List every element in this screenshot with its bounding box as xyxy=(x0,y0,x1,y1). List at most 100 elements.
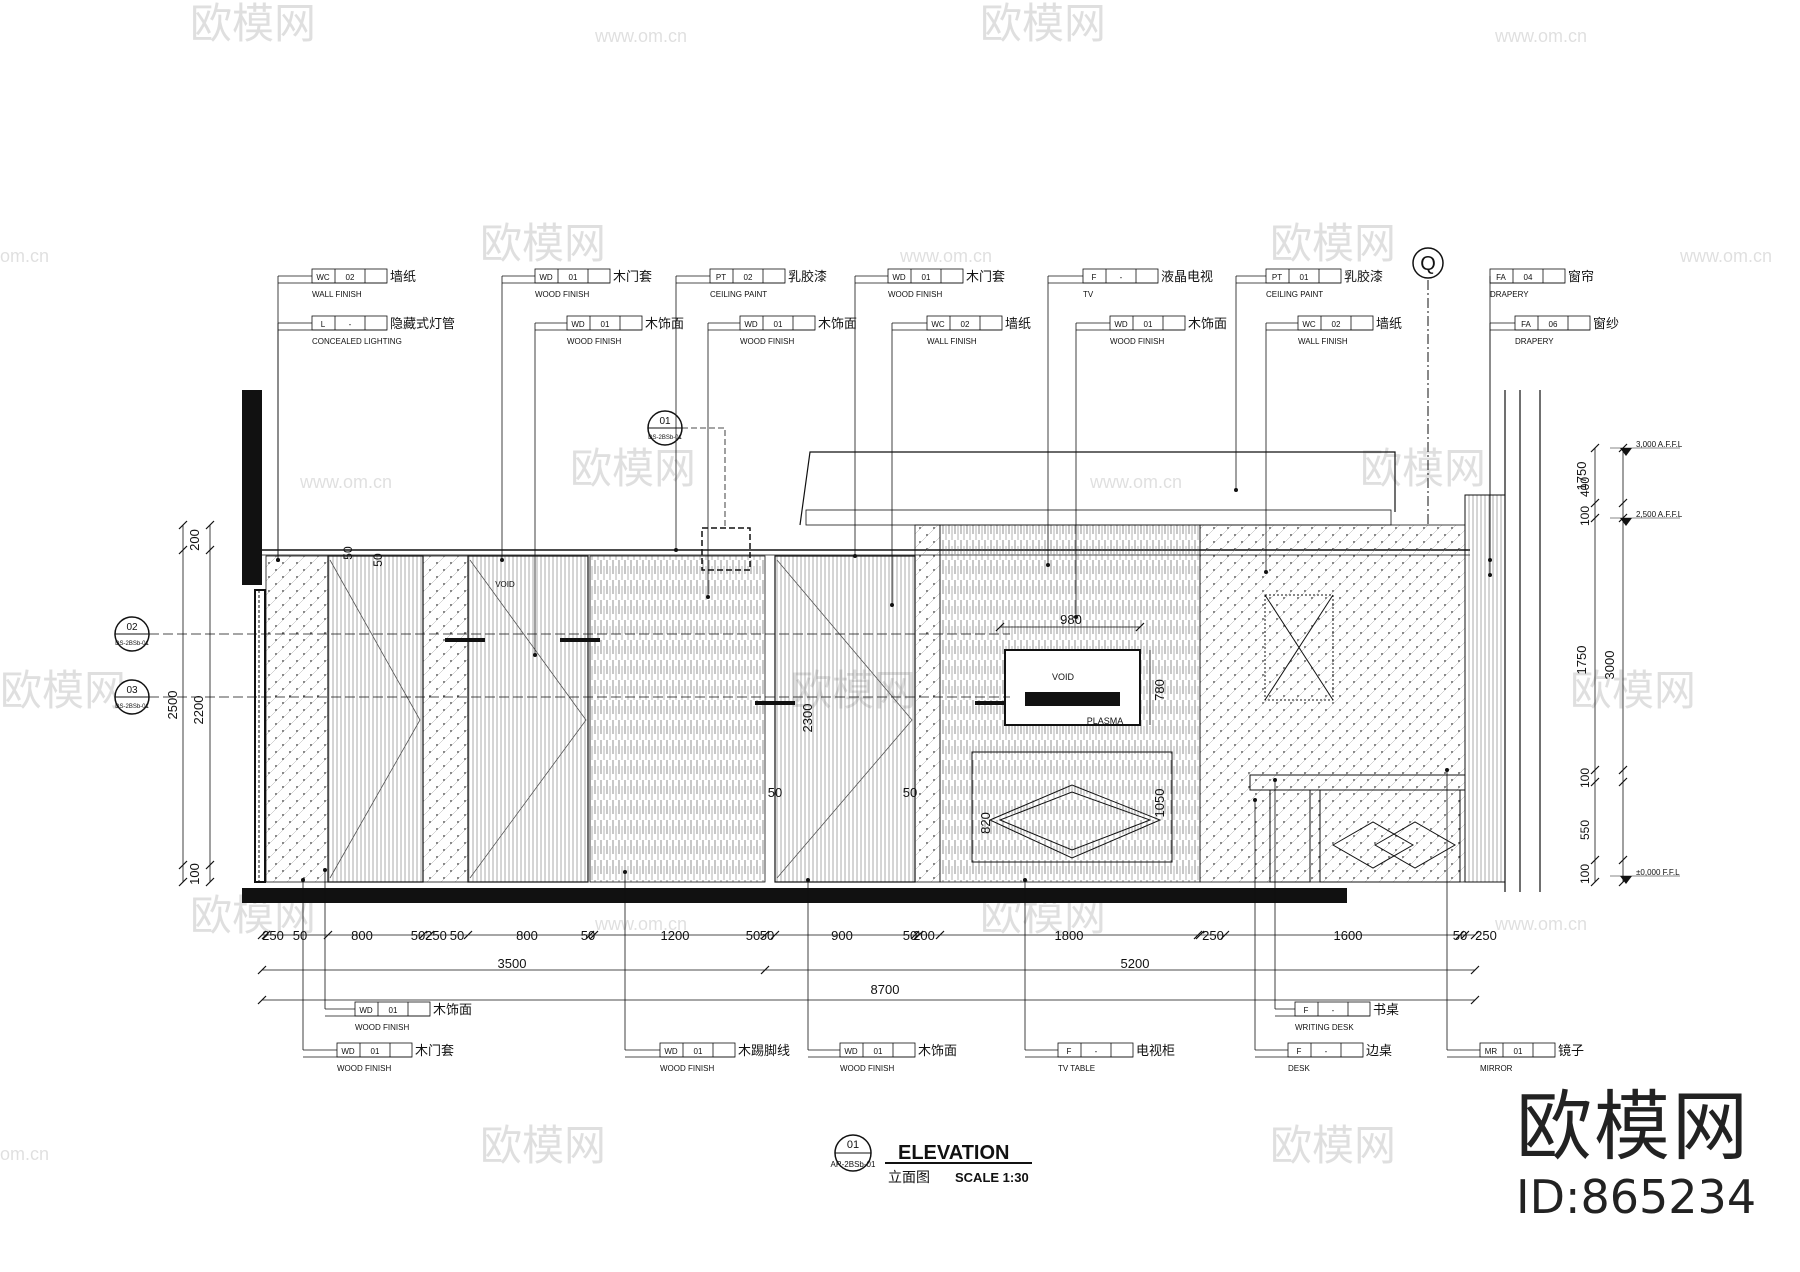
watermark-url: www.om.cn xyxy=(1679,246,1772,266)
left-column xyxy=(242,390,262,585)
wallpaper-mid xyxy=(422,555,469,883)
dimension-label: 50 xyxy=(581,928,595,943)
tag-code: WD xyxy=(571,320,585,329)
watermark-brand: 欧模网 xyxy=(1360,445,1486,492)
tag-cn: 边桌 xyxy=(1366,1043,1392,1058)
tag-code: F xyxy=(1067,1047,1072,1056)
tag-cn: 木门套 xyxy=(966,269,1005,284)
curtain-lines xyxy=(1504,390,1541,892)
watermark-url: www.om.cn xyxy=(899,246,992,266)
tag-cn: 木门套 xyxy=(613,269,652,284)
left-wall-section xyxy=(254,589,266,883)
dimension-label: 800 xyxy=(516,928,538,943)
wood-panel-1 xyxy=(589,555,766,883)
watermark-brand: 欧模网 xyxy=(1270,220,1396,267)
dimension-label: 100 xyxy=(1578,506,1592,526)
tag-num: 02 xyxy=(1332,320,1341,329)
tag-code: F xyxy=(1092,273,1097,282)
dimension-label: 1750 xyxy=(1574,462,1589,491)
dimension-label: 50 xyxy=(411,928,425,943)
door-3 xyxy=(774,555,916,883)
tag-code: PT xyxy=(1272,273,1282,282)
tag-num: - xyxy=(1095,1047,1098,1056)
tag-code: WD xyxy=(1114,320,1128,329)
tag-code: F xyxy=(1304,1006,1309,1015)
tag-num: - xyxy=(1325,1047,1328,1056)
tag-code: WD xyxy=(359,1006,373,1015)
grid-marker-label: Q xyxy=(1420,253,1436,275)
level-mark: ±0,000 F.F.L xyxy=(1610,868,1680,884)
tag-cn: 隐藏式灯管 xyxy=(390,316,455,331)
brand-name: 欧模网 xyxy=(1516,1082,1750,1171)
dimension-label: 50 xyxy=(746,928,760,943)
wallpaper-panel-2 xyxy=(914,524,941,883)
title-number: 01 xyxy=(847,1139,859,1151)
dimension-label: 50 xyxy=(371,553,385,567)
tag-code: FA xyxy=(1496,273,1506,282)
tag-num: 01 xyxy=(694,1047,703,1056)
dimension-label: 250 xyxy=(1202,928,1224,943)
dimension-label: 980 xyxy=(1060,612,1082,627)
dimension-label: 3000 xyxy=(1602,651,1617,680)
dimension-label: 550 xyxy=(1578,820,1592,840)
tag-num: 01 xyxy=(371,1047,380,1056)
grid-marker: Q xyxy=(1412,247,1444,525)
dimension-label: 50 xyxy=(293,928,307,943)
tag-en: DESK xyxy=(1288,1064,1310,1073)
tag-code: WD xyxy=(539,273,553,282)
section-cut-box xyxy=(701,527,751,571)
tag-cn: 窗帘 xyxy=(1568,269,1594,284)
writing-desk xyxy=(1249,594,1466,883)
dimension-label: 100 xyxy=(1578,768,1592,788)
tag-code: WC xyxy=(1302,320,1316,329)
tag-num: 01 xyxy=(601,320,610,329)
dimension-label: 1800 xyxy=(1055,928,1084,943)
watermark-url: www.om.cn xyxy=(594,914,687,934)
tag-en: WALL FINISH xyxy=(927,337,977,346)
tag-num: 02 xyxy=(346,273,355,282)
section-marker-ref: DS-2BSb-01 xyxy=(648,435,682,441)
title-block: 01 AR-2BSb-01 ELEVATION 立面图 SCALE 1:30 xyxy=(831,1134,1032,1185)
tag-num: 01 xyxy=(874,1047,883,1056)
watermark-brand: 欧模网 xyxy=(480,1122,606,1169)
tag-cn: 乳胶漆 xyxy=(1344,269,1383,284)
tag-en: WOOD FINISH xyxy=(337,1064,391,1073)
watermark-url: www.om.cn xyxy=(1089,472,1182,492)
tag-code: WD xyxy=(664,1047,678,1056)
tag-num: 01 xyxy=(774,320,783,329)
dimension-label: 820 xyxy=(978,812,993,834)
tag-cn: 木饰面 xyxy=(645,316,684,331)
dimension-label: 250 xyxy=(425,928,447,943)
tag-num: 04 xyxy=(1524,273,1533,282)
tag-code: WC xyxy=(316,273,330,282)
section-marker-ref: DS-2BSb-01 xyxy=(115,641,149,647)
tag-cn: 墙纸 xyxy=(390,269,416,284)
tv-screen xyxy=(1004,649,1141,726)
tag-code: L xyxy=(321,320,326,329)
tag-num: - xyxy=(1120,273,1123,282)
tv-table xyxy=(971,751,1173,863)
tag-cn: 木饰面 xyxy=(433,1002,472,1017)
tag-num: - xyxy=(349,320,352,329)
tag-num: 01 xyxy=(922,273,931,282)
tag-en: WOOD FINISH xyxy=(888,290,942,299)
section-marker-num: 01 xyxy=(659,416,671,427)
tag-num: 02 xyxy=(744,273,753,282)
tag-en: TV TABLE xyxy=(1058,1064,1095,1073)
floor-slab xyxy=(242,888,1347,903)
watermark-url: www.om.cn xyxy=(299,472,392,492)
dimension-label: 50 xyxy=(768,785,782,800)
raised-ceiling xyxy=(799,451,1396,526)
tag-num: 01 xyxy=(389,1006,398,1015)
tag-en: WOOD FINISH xyxy=(840,1064,894,1073)
level-mark-label: 3,000 A.F.F.L xyxy=(1636,440,1683,449)
